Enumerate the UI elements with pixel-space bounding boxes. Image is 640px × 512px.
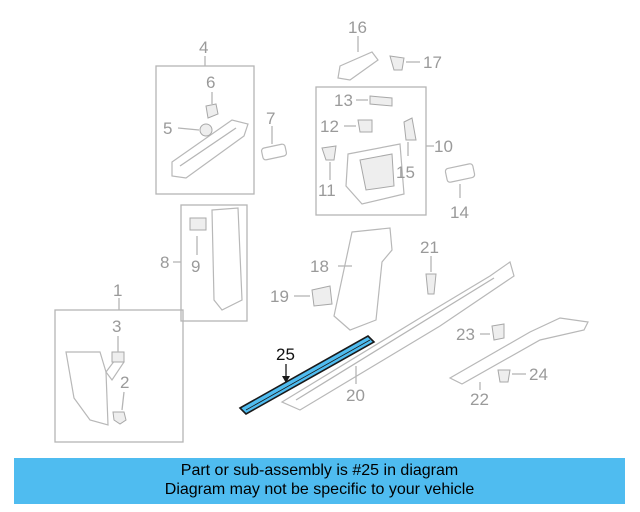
callout-8: 8 xyxy=(160,253,169,272)
callout-24: 24 xyxy=(529,365,548,384)
banner-line-2: Diagram may not be specific to your vehi… xyxy=(164,481,475,498)
group-8: 8 9 xyxy=(160,204,248,322)
callout-15: 15 xyxy=(396,163,415,182)
callout-3: 3 xyxy=(112,317,121,336)
a-pillar-trim xyxy=(171,119,249,179)
callout-10: 10 xyxy=(434,137,453,156)
callout-7: 7 xyxy=(266,109,275,128)
bolt-23 xyxy=(491,323,505,341)
clip-24 xyxy=(497,369,511,383)
clip-11 xyxy=(321,145,337,161)
group-4: 4 5 6 xyxy=(155,38,255,195)
group-20: 20 xyxy=(280,261,515,411)
clip-2 xyxy=(112,411,127,425)
callout-18: 18 xyxy=(310,257,329,276)
callout-17: 17 xyxy=(423,53,442,72)
callout-9: 9 xyxy=(191,257,200,276)
group-22-24: 23 24 22 xyxy=(448,317,589,409)
group-16-17: 16 17 xyxy=(337,18,442,81)
callout-12: 12 xyxy=(320,117,339,136)
callout-16: 16 xyxy=(348,18,367,37)
clip-9 xyxy=(189,217,207,231)
group-21: 21 xyxy=(420,238,439,295)
callout-6: 6 xyxy=(206,73,215,92)
arrow-25-icon xyxy=(282,376,290,383)
clip-3 xyxy=(111,351,125,363)
group-10: 10 13 12 11 15 xyxy=(315,86,453,216)
banner-line-1: Part or sub-assembly is #25 in diagram xyxy=(180,462,459,479)
reinforcement-22 xyxy=(448,317,589,385)
callout-21: 21 xyxy=(420,238,439,257)
clip-5 xyxy=(199,123,213,137)
vent-14 xyxy=(444,163,476,183)
clip-19 xyxy=(311,285,333,307)
pillar-trim-8 xyxy=(211,207,243,311)
callout-19: 19 xyxy=(270,287,289,306)
info-banner: Part or sub-assembly is #25 in diagram D… xyxy=(14,458,625,504)
vent-7 xyxy=(260,143,288,161)
callout-4: 4 xyxy=(199,38,208,57)
callout-5: 5 xyxy=(163,119,172,138)
callout-11: 11 xyxy=(318,181,336,200)
group-18-19: 18 19 xyxy=(270,227,393,331)
callout-23: 23 xyxy=(456,325,475,344)
callout-14: 14 xyxy=(450,203,469,222)
callout-2: 2 xyxy=(120,373,129,392)
group-7: 7 xyxy=(260,109,288,161)
callout-25: 25 xyxy=(276,345,295,364)
callout-22: 22 xyxy=(470,390,489,409)
bolt-13 xyxy=(369,95,393,107)
group-25: 25 xyxy=(238,335,376,415)
callout-20: 20 xyxy=(346,386,365,405)
parts-diagram: 1 3 2 4 5 6 7 8 9 xyxy=(54,18,589,443)
group-14: 14 xyxy=(444,163,476,222)
b-pillar-trim-18 xyxy=(333,227,393,331)
handle-16 xyxy=(337,51,379,81)
lower-pillar-trim xyxy=(65,351,109,426)
callout-1: 1 xyxy=(113,281,122,300)
callout-13: 13 xyxy=(334,91,353,110)
bolt-17 xyxy=(389,55,405,71)
clip-15 xyxy=(403,117,417,141)
clip-12 xyxy=(357,119,373,133)
group-1: 1 3 2 xyxy=(54,281,184,443)
clip-6 xyxy=(205,103,219,119)
bolt-21 xyxy=(425,273,437,295)
